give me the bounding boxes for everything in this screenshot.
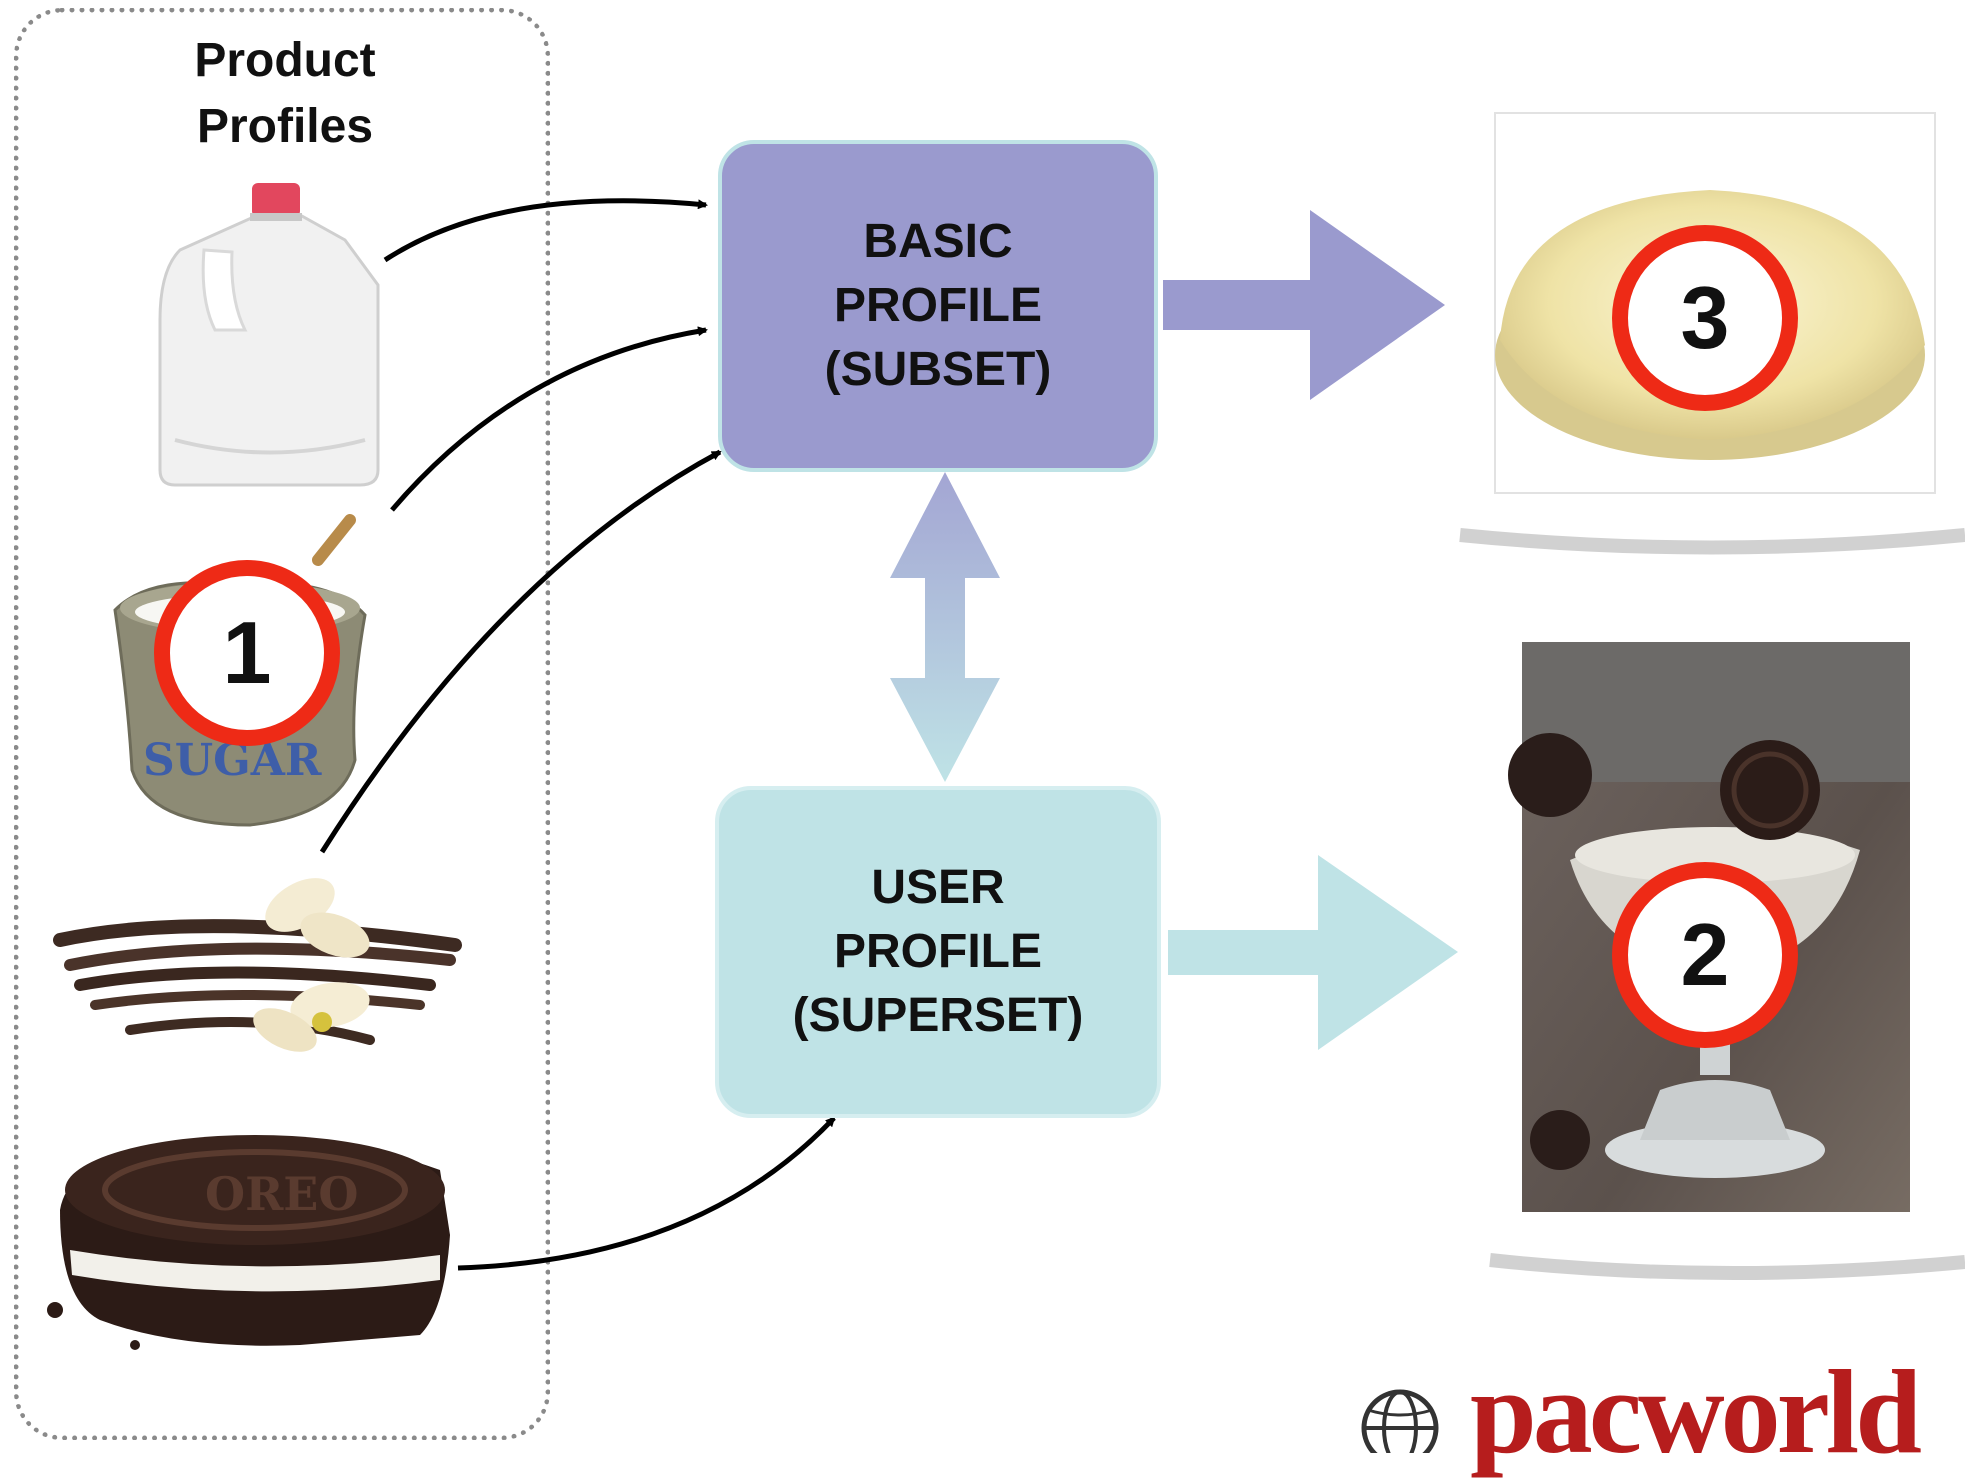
bidirectional-arrow <box>890 472 1000 782</box>
basic-output-arrow <box>1163 210 1445 400</box>
milk-jug-icon <box>158 183 380 487</box>
basic-profile-box: BASIC PROFILE (SUBSET) <box>718 140 1158 472</box>
cookie-icon: OREO <box>47 1135 450 1350</box>
cookie-label: OREO <box>205 1167 358 1221</box>
product-profiles-panel <box>14 8 550 1440</box>
sugar-to-basic-arrow <box>390 326 708 512</box>
badge-3: 3 <box>1612 225 1798 411</box>
cookie-to-user-arrow <box>457 1116 836 1271</box>
panel-title: Product Profiles <box>194 34 376 153</box>
pacworld-logo: pacworld <box>1470 1345 1922 1478</box>
milk-to-basic-arrow <box>383 198 708 263</box>
globe-icon <box>1361 1389 1439 1453</box>
user-output-arrow <box>1168 855 1458 1050</box>
badge-1: 1 <box>154 560 340 746</box>
user-profile-box: USER PROFILE (SUPERSET) <box>715 786 1161 1118</box>
vanilla-to-basic-arrow <box>319 449 722 854</box>
badge-2: 2 <box>1612 862 1798 1048</box>
vanilla-icon <box>53 878 462 1052</box>
